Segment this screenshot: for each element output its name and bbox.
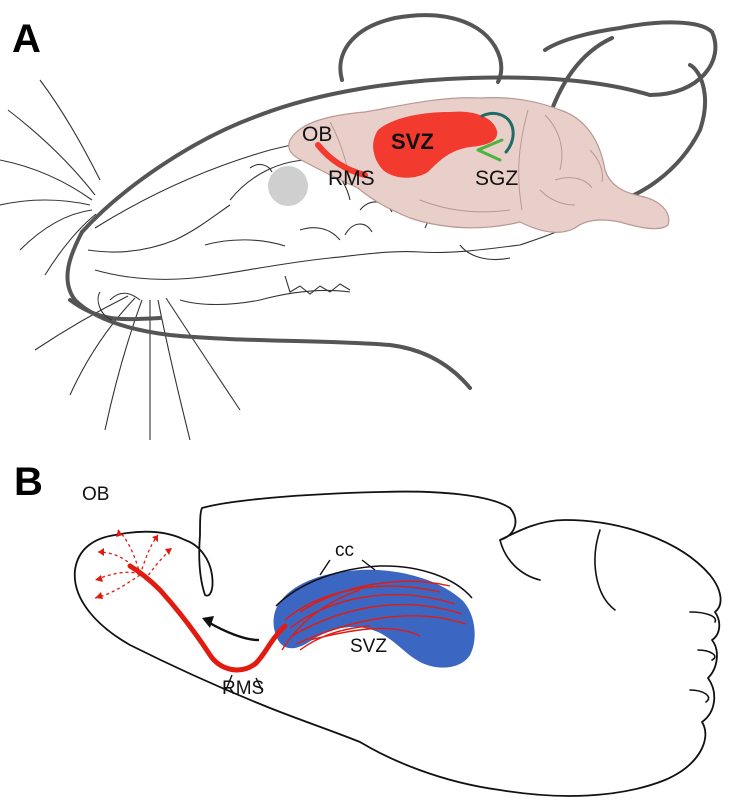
label-ob-a: OB [302,123,332,146]
panel-a: A [0,15,715,440]
panel-b-letter: B [14,460,43,504]
migration-arrow [208,622,258,640]
label-rms-b: RMS [222,678,264,699]
label-svz-a: SVZ [391,129,434,154]
cerebellum-folds [500,530,715,702]
label-rms-a: RMS [328,167,375,190]
label-ob-b: OB [82,484,109,505]
whiskers [0,80,240,440]
label-sgz-a: SGZ [475,167,518,190]
eye [268,166,308,206]
label-svz-b: SVZ [350,636,387,657]
panel-b: B [14,460,721,796]
migration-arrowhead [202,616,214,628]
panel-a-letter: A [12,17,41,61]
label-cc-b: cc [335,540,354,561]
